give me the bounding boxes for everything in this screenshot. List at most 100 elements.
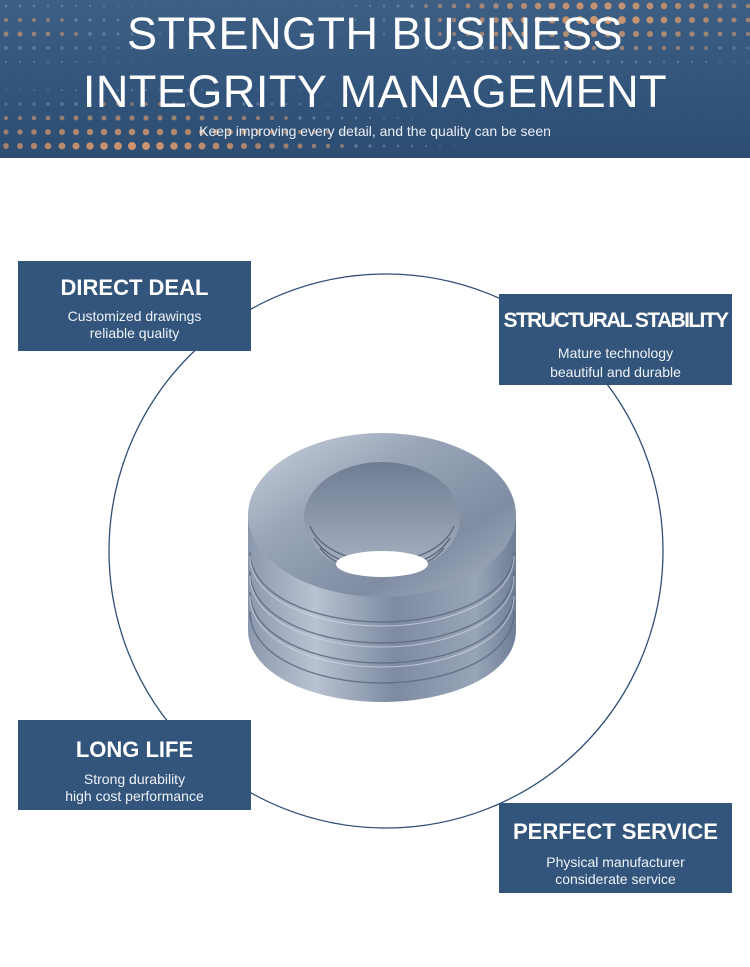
halftone-dot — [719, 117, 721, 119]
halftone-dot — [116, 4, 120, 8]
halftone-dot — [355, 47, 357, 49]
halftone-dot — [327, 61, 329, 63]
halftone-dot — [591, 45, 597, 51]
halftone-dot — [31, 129, 37, 135]
halftone-dot — [229, 19, 231, 21]
halftone-dot — [507, 31, 513, 37]
halftone-dot — [396, 32, 400, 36]
halftone-dot — [285, 61, 287, 63]
halftone-dot — [733, 131, 735, 133]
halftone-dot — [705, 75, 707, 77]
halftone-dot — [563, 45, 569, 51]
halftone-dot — [74, 32, 78, 36]
halftone-dot — [368, 4, 372, 8]
halftone-dot — [212, 142, 220, 150]
halftone-dot — [130, 102, 134, 106]
halftone-dot — [506, 16, 514, 24]
halftone-dot — [257, 33, 259, 35]
halftone-dot — [397, 117, 399, 119]
halftone-dot — [255, 115, 261, 121]
halftone-dot — [116, 18, 120, 22]
halftone-dot — [116, 102, 120, 106]
halftone-dot — [131, 5, 133, 7]
halftone-dot — [479, 17, 485, 23]
halftone-dot — [451, 17, 457, 23]
halftone-dot — [368, 130, 372, 134]
halftone-dot — [269, 129, 275, 135]
halftone-dot — [46, 60, 50, 64]
halftone-dot — [465, 31, 471, 37]
halftone-dot — [115, 115, 121, 121]
halftone-dot — [747, 103, 749, 105]
halftone-dot — [299, 5, 301, 7]
halftone-dot — [537, 89, 539, 91]
halftone-dot — [103, 75, 105, 77]
halftone-dot — [60, 46, 64, 50]
halftone-dot — [481, 103, 483, 105]
halftone-dot — [341, 89, 343, 91]
halftone-dot — [46, 18, 50, 22]
halftone-dot — [466, 46, 470, 50]
halftone-dot — [172, 32, 176, 36]
halftone-dot — [509, 103, 511, 105]
halftone-dot — [425, 89, 427, 91]
halftone-dot — [313, 19, 315, 21]
feature-structural-stability: STRUCTURAL STABILITY Mature technology b… — [499, 294, 732, 385]
halftone-dot — [58, 142, 66, 150]
halftone-dot — [562, 16, 570, 24]
halftone-dot — [228, 88, 232, 92]
halftone-dot — [59, 115, 65, 121]
halftone-dot — [158, 102, 162, 106]
halftone-dot — [674, 16, 682, 24]
halftone-dot — [369, 61, 371, 63]
halftone-dot — [635, 131, 637, 133]
halftone-dot — [184, 128, 192, 136]
halftone-dot — [158, 88, 162, 92]
halftone-dot — [523, 103, 525, 105]
halftone-dot — [604, 2, 612, 10]
halftone-dot — [327, 19, 329, 21]
halftone-dot — [341, 33, 343, 35]
halftone-dot — [453, 103, 455, 105]
halftone-dot — [410, 46, 414, 50]
halftone-dot — [213, 129, 219, 135]
halftone-dot — [481, 89, 483, 91]
halftone-dot — [549, 31, 555, 37]
halftone-dot — [537, 145, 539, 147]
halftone-dot — [676, 60, 680, 64]
halftone-dot — [465, 17, 471, 23]
halftone-dot — [677, 131, 679, 133]
halftone-dot — [437, 17, 443, 23]
halftone-dot — [156, 142, 164, 150]
halftone-dot — [313, 61, 315, 63]
halftone-dot — [467, 103, 469, 105]
halftone-dot — [60, 4, 64, 8]
halftone-dot — [60, 102, 64, 106]
halftone-dot — [341, 61, 343, 63]
halftone-dot — [355, 33, 357, 35]
halftone-dot — [691, 145, 693, 147]
feature-long-life: LONG LIFE Strong durability high cost pe… — [18, 720, 251, 810]
halftone-dot — [467, 131, 469, 133]
halftone-dot — [717, 3, 723, 9]
halftone-dot — [116, 88, 120, 92]
halftone-dot — [299, 19, 301, 21]
halftone-dot — [719, 75, 721, 77]
halftone-dot — [562, 30, 570, 38]
halftone-dot — [256, 102, 260, 106]
halftone-dot — [677, 89, 679, 91]
halftone-dot — [607, 103, 609, 105]
halftone-dot — [229, 47, 231, 49]
halftone-dot — [215, 47, 217, 49]
halftone-dot — [199, 115, 205, 121]
halftone-dot — [578, 60, 582, 64]
halftone-dot — [425, 61, 427, 63]
halftone-dot — [719, 103, 721, 105]
halftone-dot — [481, 131, 483, 133]
halftone-dot — [369, 75, 371, 77]
halftone-dot — [410, 4, 414, 8]
halftone-dot — [633, 45, 639, 51]
halftone-dot — [705, 145, 707, 147]
halftone-dot — [257, 5, 259, 7]
halftone-dot — [201, 19, 203, 21]
